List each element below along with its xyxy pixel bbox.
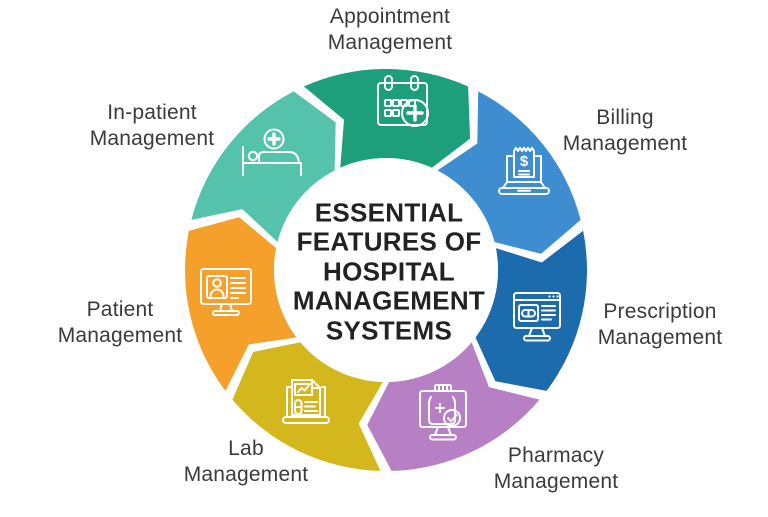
segment-billing [437,91,581,254]
center-circle [274,158,498,382]
calendar-plus-icon [377,75,429,127]
segment-pharmacy [367,342,540,471]
monitor-medicine-check-icon [419,384,467,441]
monitor-patient-record-icon [200,268,252,316]
monitor-prescription-icon [513,292,561,342]
label-pharmacy: Pharmacy Management [493,443,619,493]
label-patient: Patient Management [57,297,183,347]
label-appointment: Appointment Management [327,4,453,54]
label-prescription: Prescription Management [597,299,723,349]
label-billing: Billing Management [562,105,688,155]
segment-appointment [303,68,471,168]
laptop-bill-icon: $ [498,146,550,195]
dollar-sign: $ [520,153,529,170]
segment-inpatient [191,91,336,243]
label-inpatient: In-patient Management [89,100,215,150]
hospital-bed-icon [242,128,302,176]
label-lab: Lab Management [183,436,309,486]
center-title: ESSENTIAL FEATURES OF HOSPITAL MANAGEMEN… [292,197,486,346]
laptop-lab-report-icon [282,379,330,424]
